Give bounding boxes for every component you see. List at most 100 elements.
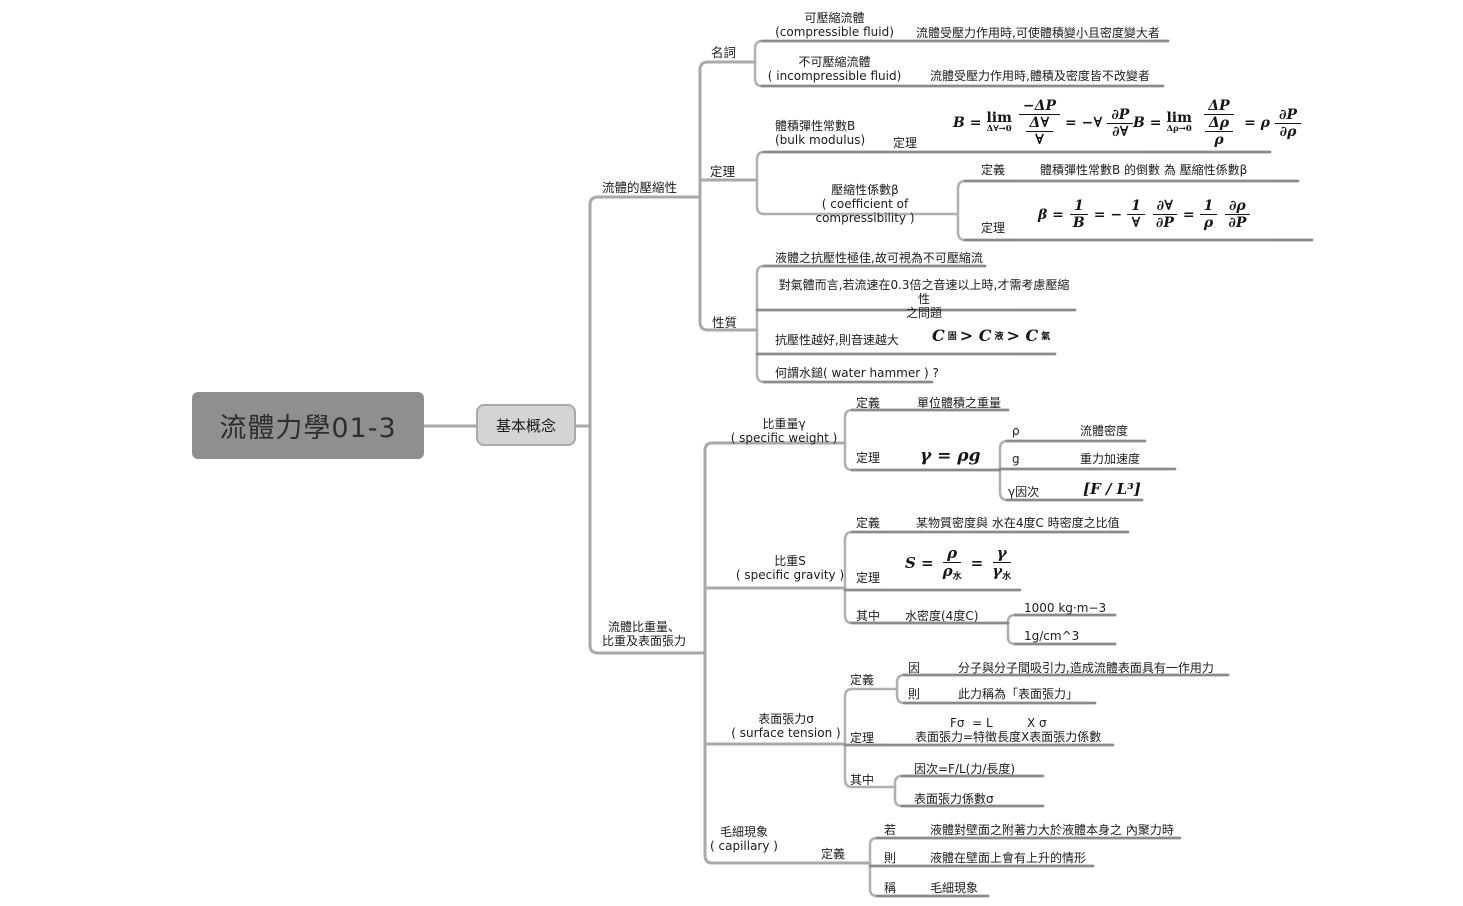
edge-branch2-spine xyxy=(703,441,872,865)
beta-zh: 壓縮性係數β xyxy=(831,183,899,197)
topic-specific-weight[interactable]: 比重量γ ( specific weight ) xyxy=(726,417,842,445)
cap-name-zh: 毛細現象 xyxy=(719,825,768,839)
bracket-specific-gravity xyxy=(843,530,854,625)
cap-then-label[interactable]: 則 xyxy=(884,851,897,865)
incompressible-en: ( incompressible fluid) xyxy=(767,69,902,83)
bulk-zh: 體積彈性常數B xyxy=(775,119,856,133)
root-topic[interactable]: 流體力學01-3 xyxy=(192,392,424,459)
sw-thm-label[interactable]: 定理 xyxy=(856,451,881,465)
sg-where-text[interactable]: 水密度(4度C) xyxy=(905,609,979,623)
incompressible-zh: 不可壓縮流體 xyxy=(798,55,871,69)
beta-thm-label[interactable]: 定理 xyxy=(981,221,1006,235)
st-where-1[interactable]: 因次=F/L(力/長度) xyxy=(914,762,1016,776)
cap-call-text[interactable]: 毛細現象 xyxy=(930,881,979,895)
beta-def-text[interactable]: 體積彈性常數B 的倒數 為 壓縮性係數β xyxy=(1040,163,1248,177)
property-2-line2: 之問題 xyxy=(905,306,942,320)
sg-thm-label[interactable]: 定理 xyxy=(856,571,881,585)
st-thm-text[interactable]: 表面張力=特徵長度X表面張力係數 xyxy=(915,730,1102,744)
property-2[interactable]: 對氣體而言,若流速在0.3倍之音速以上時,才需考慮壓縮性 之問題 xyxy=(775,278,1073,320)
topic-capillary[interactable]: 毛細現象 ( capillary ) xyxy=(708,825,780,853)
weights-label-line2: 比重及表面張力 xyxy=(601,634,686,648)
topic-terms[interactable]: 名詞 xyxy=(711,45,737,60)
st-name-en: ( surface tension ) xyxy=(731,726,841,740)
bracket-water-density xyxy=(1006,613,1017,646)
g-label[interactable]: g xyxy=(1012,452,1020,466)
property-1[interactable]: 液體之抗壓性極佳,故可視為不可壓縮流 xyxy=(775,251,983,265)
topic-compressible-fluid[interactable]: 可壓縮流體 (compressible fluid) xyxy=(752,11,917,39)
topic-compressibility[interactable]: 流體的壓縮性 xyxy=(602,180,678,195)
bracket-properties xyxy=(755,264,766,384)
sg-name-en: ( specific gravity ) xyxy=(735,568,845,582)
bracket-specific-weight xyxy=(843,408,854,472)
topic-beta-coefficient[interactable]: 壓縮性係數β ( coefficient of compressibility … xyxy=(775,183,955,225)
st-where-2[interactable]: 表面張力係數σ xyxy=(914,792,994,806)
edge-main-branches xyxy=(588,195,707,655)
hub-label: 基本概念 xyxy=(495,416,556,435)
bracket-terms xyxy=(753,39,764,88)
formula-gamma-dimension[interactable]: [F / L³] xyxy=(1083,480,1141,498)
incompressible-desc[interactable]: 流體受壓力作用時,體積及密度皆不改變者 xyxy=(930,69,1150,83)
weights-label-line1: 流體比重量、 xyxy=(607,620,680,634)
compressible-desc[interactable]: 流體受壓力作用時,可使體積變小且密度變大者 xyxy=(916,26,1160,40)
st-thm-label[interactable]: 定理 xyxy=(850,731,875,745)
property-4[interactable]: 何謂水鎚( water hammer ) ? xyxy=(775,366,939,380)
sg-name-zh: 比重S xyxy=(774,554,806,568)
topic-bulk-modulus[interactable]: 體積彈性常數B (bulk modulus) xyxy=(775,119,865,147)
cap-then-text[interactable]: 液體在壁面上會有上升的情形 xyxy=(930,851,1087,865)
bracket-beta xyxy=(956,179,967,242)
cap-name-en: ( capillary ) xyxy=(710,839,778,853)
hub-topic[interactable]: 基本概念 xyxy=(476,404,576,446)
cap-if-text[interactable]: 液體對壁面之附著力大於液體本身之 內聚力時 xyxy=(930,823,1174,837)
rho-text[interactable]: 流體密度 xyxy=(1080,424,1129,438)
gamma-dim-label[interactable]: γ因次 xyxy=(1008,485,1040,499)
root-title: 流體力學01-3 xyxy=(219,413,397,444)
st-name-zh: 表面張力σ xyxy=(758,712,814,726)
water-density-si[interactable]: 1000 kg·m−3 xyxy=(1024,601,1107,615)
bulk-en: (bulk modulus) xyxy=(775,133,866,147)
st-then-label[interactable]: 則 xyxy=(908,687,921,701)
cap-def-label[interactable]: 定義 xyxy=(821,847,846,861)
sw-def-label[interactable]: 定義 xyxy=(856,396,881,410)
topic-surface-tension[interactable]: 表面張力σ ( surface tension ) xyxy=(726,712,846,740)
cap-if-label[interactable]: 若 xyxy=(884,823,897,837)
property-3[interactable]: 抗壓性越好,則音速越大 xyxy=(775,333,899,347)
st-where-label[interactable]: 其中 xyxy=(850,773,875,787)
sw-name-en: ( specific weight ) xyxy=(730,431,838,445)
topic-weights[interactable]: 流體比重量、 比重及表面張力 xyxy=(586,620,702,648)
st-because-label[interactable]: 因 xyxy=(908,661,921,675)
topic-theorem[interactable]: 定理 xyxy=(710,164,736,179)
topic-properties[interactable]: 性質 xyxy=(712,315,738,330)
st-because-text[interactable]: 分子與分子間吸引力,造成流體表面具有一作用力 xyxy=(958,661,1214,675)
bracket-surface-tension xyxy=(843,687,854,789)
compressible-zh: 可壓縮流體 xyxy=(804,11,865,25)
sg-def-text[interactable]: 某物質密度與 水在4度C 時密度之比值 xyxy=(916,516,1120,530)
cap-call-label[interactable]: 稱 xyxy=(884,881,897,895)
sg-def-label[interactable]: 定義 xyxy=(856,516,881,530)
sw-name-zh: 比重量γ xyxy=(762,417,806,431)
formula-gamma-rho-g[interactable]: γ = ρg xyxy=(920,446,981,466)
sw-def-text[interactable]: 單位體積之重量 xyxy=(917,396,1002,410)
bulk-theorem-label[interactable]: 定理 xyxy=(893,136,918,150)
compressible-en: (compressible fluid) xyxy=(775,25,894,39)
g-text[interactable]: 重力加速度 xyxy=(1080,452,1141,466)
topic-specific-gravity[interactable]: 比重S ( specific gravity ) xyxy=(728,554,852,582)
bracket-st-where xyxy=(893,774,904,808)
bracket-theorem xyxy=(755,150,766,216)
st-thm-formula[interactable]: Fσ = L X σ xyxy=(950,716,1047,730)
st-then-text[interactable]: 此力稱為「表面張力」 xyxy=(958,687,1079,701)
edge-branch1-spine xyxy=(698,60,759,332)
rho-label[interactable]: ρ xyxy=(1012,424,1020,438)
bracket-st-def xyxy=(895,673,906,705)
water-density-cgs[interactable]: 1g/cm^3 xyxy=(1024,629,1080,643)
sg-where-label[interactable]: 其中 xyxy=(856,609,881,623)
topic-incompressible-fluid[interactable]: 不可壓縮流體 ( incompressible fluid) xyxy=(752,55,917,83)
st-def-label[interactable]: 定義 xyxy=(850,673,875,687)
beta-def-label[interactable]: 定義 xyxy=(981,163,1006,177)
